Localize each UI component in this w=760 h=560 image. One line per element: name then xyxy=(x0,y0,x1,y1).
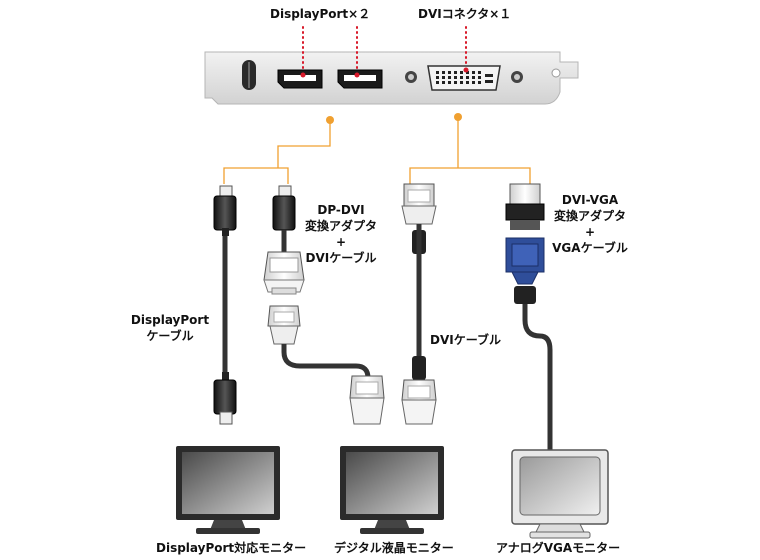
connection-lines xyxy=(223,118,531,184)
displayport-ports-label: DisplayPort×２ xyxy=(270,7,371,21)
digital-lcd-monitor xyxy=(340,446,444,534)
dp-dvi-line3: + xyxy=(335,235,347,249)
dvi-cable-label: DVIケーブル xyxy=(430,333,501,347)
displayport-port-2 xyxy=(337,69,383,89)
dp-cable-line2: ケーブル xyxy=(146,329,194,343)
displayport-cable xyxy=(213,185,237,425)
dvi-junction-dot xyxy=(454,113,462,121)
dvi-vga-line1: DVI-VGA xyxy=(561,193,619,207)
displayport-monitor-label: DisplayPort対応モニター xyxy=(156,541,307,555)
analog-vga-monitor-label: アナログVGAモニター xyxy=(496,541,621,555)
dvi-connector-label: DVIコネクタ×１ xyxy=(418,7,512,21)
dp-dvi-adapter-label: DP-DVI 変換アダプタ + DVIケーブル xyxy=(296,202,386,266)
dvi-vga-adapter-cable xyxy=(505,183,553,460)
dp-dvi-line1: DP-DVI xyxy=(317,203,365,217)
dp-junction-dot xyxy=(326,116,334,124)
vent-slots-icon xyxy=(242,60,256,90)
dvi-vga-line4: VGAケーブル xyxy=(552,241,628,255)
dvi-vga-line3: + xyxy=(584,225,596,239)
dvi-cable xyxy=(401,183,437,425)
digital-lcd-monitor-label: デジタル液晶モニター xyxy=(334,541,454,555)
displayport-cable-label: DisplayPort ケーブル xyxy=(130,312,210,344)
dp-dvi-line2: 変換アダプタ xyxy=(304,219,377,233)
displayport-monitor xyxy=(176,446,280,534)
analog-vga-monitor xyxy=(511,449,609,539)
dp-dvi-adapter-cable xyxy=(263,185,385,425)
dp-dvi-line4: DVIケーブル xyxy=(305,251,377,265)
dp-cable-line1: DisplayPort xyxy=(130,313,210,327)
dvi-vga-line2: 変換アダプタ xyxy=(553,209,626,223)
graphics-card-bracket xyxy=(204,51,579,105)
port-callouts xyxy=(302,26,467,71)
displayport-port-1 xyxy=(277,69,323,89)
dvi-port xyxy=(405,65,523,91)
dvi-vga-adapter-label: DVI-VGA 変換アダプタ + VGAケーブル xyxy=(544,192,636,256)
